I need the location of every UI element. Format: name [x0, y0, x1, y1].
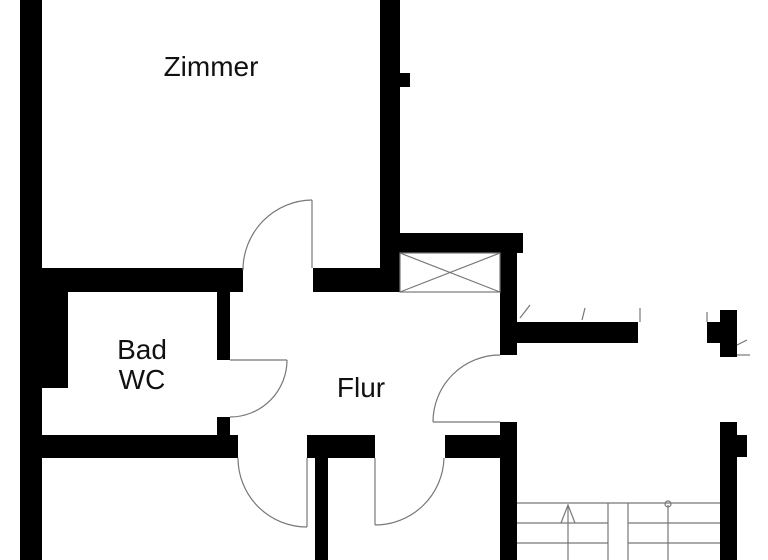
label-zimmer: Zimmer — [164, 51, 259, 82]
landing-wall — [517, 322, 638, 343]
bad-wall-right-upper — [217, 292, 230, 360]
shaft — [399, 252, 501, 293]
label-wc: WC — [119, 364, 166, 395]
shaft-wall-top — [400, 233, 523, 253]
right-pillar — [720, 310, 737, 357]
walls — [20, 0, 747, 560]
flur-wall-bottom-right — [445, 435, 500, 458]
stair-wall-right — [720, 422, 737, 560]
zimmer-wall-bottom-left — [42, 268, 243, 292]
wall-notch — [400, 73, 410, 87]
staircase — [517, 500, 720, 560]
flur-wall-right-lower — [500, 422, 517, 560]
room-labels: Zimmer Bad WC Flur — [117, 51, 385, 403]
label-bad: Bad — [117, 334, 167, 365]
zimmer-wall-bottom-right — [313, 268, 400, 292]
door-lower-right[interactable] — [374, 457, 445, 526]
flur-wall-right-upper — [500, 253, 517, 355]
doors — [229, 199, 501, 528]
bad-wall-right-lower — [217, 417, 230, 435]
door-lower-left[interactable] — [237, 457, 308, 528]
window-marks — [519, 304, 750, 356]
door-bad[interactable] — [229, 359, 288, 418]
stair-wall-nub — [737, 435, 747, 457]
zimmer-wall-right — [380, 0, 400, 292]
bad-wall-bottom — [42, 435, 238, 458]
door-flur-entrance[interactable] — [432, 354, 501, 423]
right-pillar-stub — [707, 322, 720, 343]
room-wall-vertical — [315, 458, 328, 560]
flur-wall-bottom-mid — [307, 435, 375, 458]
bad-wall-block — [42, 292, 68, 388]
label-flur: Flur — [337, 372, 385, 403]
door-zimmer[interactable] — [242, 199, 313, 271]
outer-wall-left — [20, 0, 42, 560]
